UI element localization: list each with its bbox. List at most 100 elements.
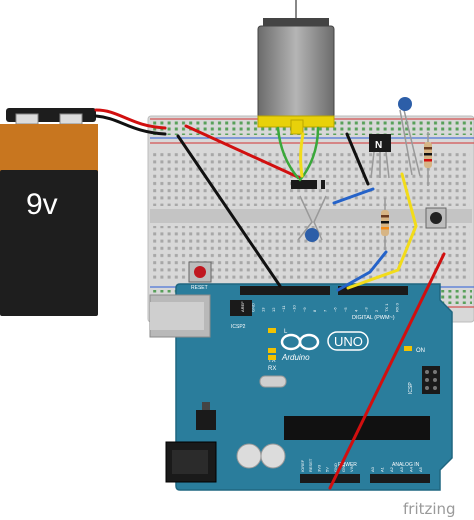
capacitor-lead — [313, 195, 327, 241]
power-jack-inner — [172, 450, 208, 474]
arduino-logo: Arduino UNO — [280, 331, 369, 362]
digital-pin-label: ~6 — [333, 307, 338, 312]
battery-label: 9v — [26, 188, 58, 221]
resistor-band — [381, 215, 389, 218]
logo-text: Arduino — [281, 353, 310, 362]
led-tx — [268, 348, 276, 353]
resistor-band — [424, 159, 432, 162]
wire-green — [276, 126, 300, 180]
voltage-regulator — [196, 410, 216, 430]
wire-red-battery — [94, 108, 167, 130]
icsp-pins — [425, 370, 437, 390]
digital-pin-label: 4 — [353, 309, 358, 312]
analog-pin-label: A5 — [418, 466, 423, 472]
led-l-label: L — [284, 329, 288, 335]
ceramic-capacitor-left — [305, 228, 319, 242]
fritzing-watermark: fritzing — [403, 500, 456, 518]
motor-terminal — [290, 119, 304, 135]
power-pin-label: RESET — [308, 458, 313, 472]
battery-terminal-right — [59, 113, 83, 125]
power-header — [300, 474, 360, 483]
components: N — [291, 97, 447, 250]
reset-label: RESET — [191, 285, 208, 291]
digital-pin-label: RX 0 — [395, 302, 400, 312]
icsp-header — [422, 366, 440, 394]
diode — [291, 180, 325, 189]
digital-label: DIGITAL (PWM~) — [352, 315, 395, 321]
digital-pin-label: 13 — [261, 307, 266, 312]
power-pin-label: IOREF — [300, 459, 305, 472]
npn-transistor — [369, 134, 391, 152]
diode-band — [317, 180, 321, 189]
crystal — [259, 375, 287, 388]
battery-terminal-left — [15, 113, 39, 125]
analog-header — [370, 474, 430, 483]
digital-pin-label: 2 — [374, 309, 379, 312]
power-pin-label: VIN — [349, 465, 354, 472]
wire-yellow — [299, 132, 305, 178]
terminal-strip-upper — [152, 150, 470, 206]
uno-text: UNO — [334, 334, 363, 349]
power-pin-label: 5V — [325, 467, 330, 472]
transistor-leg — [370, 151, 375, 179]
resistor-band — [424, 147, 432, 150]
usb-connector-inner — [150, 302, 204, 330]
power-pin-label: 3V3 — [316, 464, 321, 472]
battery-body — [0, 170, 98, 316]
motor-body — [257, 25, 335, 119]
wires — [94, 108, 446, 490]
digital-pin-label: AREF — [240, 301, 245, 312]
digital-pin-label: ~5 — [343, 307, 348, 312]
power-pin-label: GND — [333, 463, 338, 472]
battery-9v: 9v — [0, 108, 98, 316]
digital-pin-label: 8 — [312, 309, 317, 312]
power-rail-top — [150, 121, 472, 135]
led-on-label: ON — [416, 348, 425, 354]
digital-pin-label: TX 1 — [384, 303, 389, 312]
icsp2-header — [230, 300, 252, 316]
resistor-band — [381, 221, 389, 224]
capacitor-lead — [399, 109, 413, 176]
analog-pin-label: A0 — [370, 466, 375, 472]
digital-pin-label: 7 — [322, 309, 327, 312]
capacitor-lead — [403, 109, 421, 177]
analog-pin-label: A3 — [399, 466, 404, 472]
led-rx-label: RX — [268, 366, 276, 372]
digital-pin-label: ~11 — [281, 305, 286, 312]
resistor-band — [424, 153, 432, 156]
ceramic-capacitor-top — [398, 97, 412, 111]
wire-red — [328, 252, 446, 490]
capacitor-large-1 — [236, 443, 262, 469]
wire-black-battery — [94, 114, 167, 136]
voltage-regulator-tab — [202, 402, 210, 410]
digital-pin-label: 12 — [271, 307, 276, 312]
digital-header-b — [338, 286, 408, 295]
wire-yellow — [346, 172, 418, 290]
analog-pin-label: A2 — [389, 466, 394, 472]
digital-pin-label: ~10 — [292, 304, 297, 312]
digital-pin-label: ~3 — [364, 307, 369, 312]
battery-cap — [0, 124, 98, 172]
analog-pin-label: A4 — [408, 466, 413, 472]
power-label: POWER — [338, 462, 357, 468]
led-rx — [268, 355, 276, 360]
digital-pin-label: ~9 — [302, 307, 307, 312]
digital-header-a — [240, 286, 330, 295]
transistor-mark: N — [375, 140, 382, 151]
dc-motor — [257, 0, 335, 135]
wire-blue — [332, 187, 375, 205]
wire-red — [184, 124, 302, 180]
wire-black — [176, 134, 282, 288]
led-l — [268, 328, 276, 333]
capacitor-lead — [297, 195, 313, 241]
analog-label: ANALOG IN — [392, 462, 420, 468]
wire-blue — [336, 250, 388, 292]
capacitor-large-2 — [260, 443, 286, 469]
led-on — [404, 346, 412, 351]
microcontroller-chip — [284, 416, 430, 440]
